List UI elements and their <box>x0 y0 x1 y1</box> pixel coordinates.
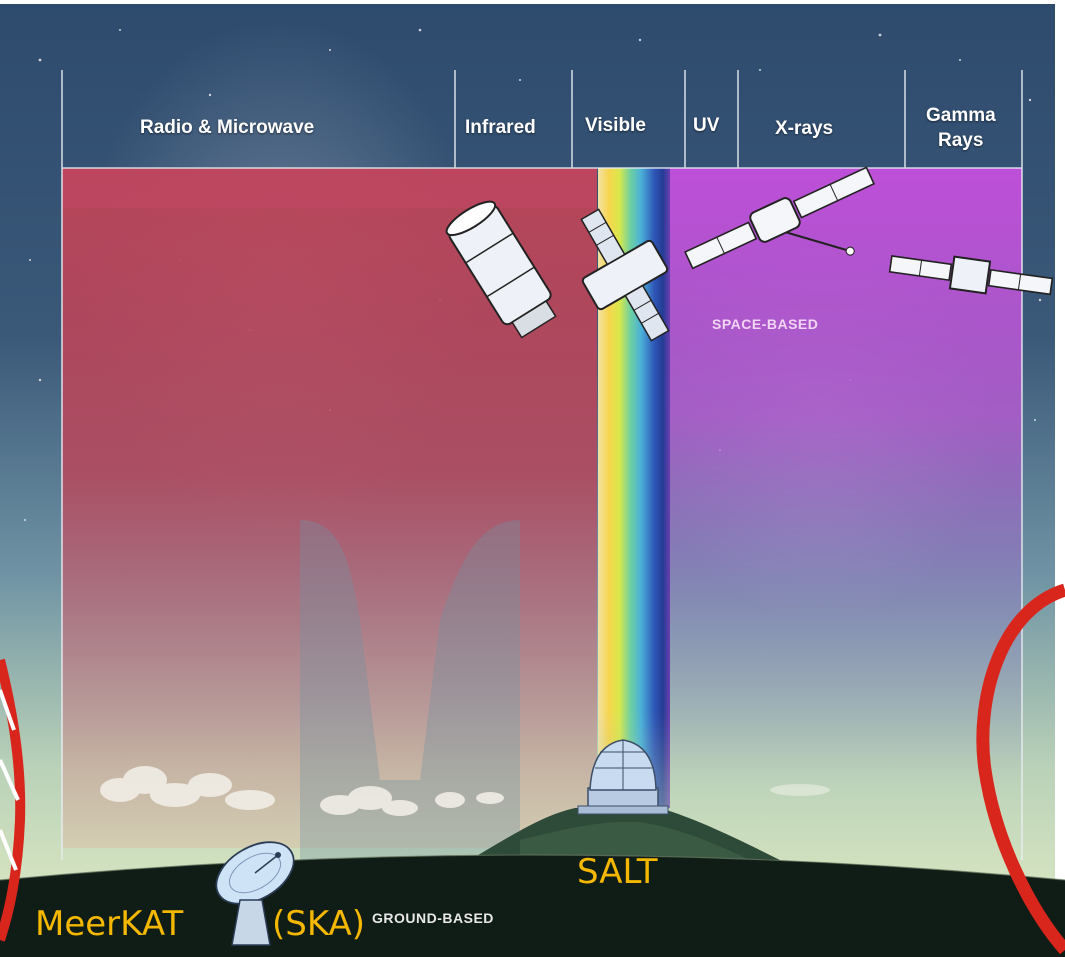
ground-based-label: GROUND-BASED <box>372 910 494 926</box>
salt-telescope-icon <box>577 739 669 815</box>
band-label-gamma-line1: Gamma <box>926 105 996 126</box>
band-dividers <box>61 70 1023 860</box>
highlight-ring-right <box>976 583 1065 955</box>
highlight-ring-left <box>0 658 26 942</box>
band-label-infrared: Infrared <box>465 117 536 138</box>
salt-annotation: SALT <box>577 852 658 892</box>
hubble-satellite-icon <box>580 208 670 342</box>
infrared-satellite-icon <box>445 200 557 339</box>
gamma-satellite-icon <box>888 255 1054 296</box>
xray-satellite-icon <box>684 166 876 270</box>
radio-dish-icon <box>215 841 295 946</box>
band-label-xrays: X-rays <box>775 118 834 139</box>
band-label-uv: UV <box>693 115 720 136</box>
band-label-visible: Visible <box>585 115 646 136</box>
band-label-radio: Radio & Microwave <box>140 117 315 138</box>
ska-annotation: (SKA) <box>272 904 366 944</box>
band-label-gamma-line2: Rays <box>938 130 984 151</box>
clouds <box>100 766 830 816</box>
space-based-label: SPACE-BASED <box>712 316 819 332</box>
meerkat-annotation: MeerKAT <box>35 904 184 944</box>
